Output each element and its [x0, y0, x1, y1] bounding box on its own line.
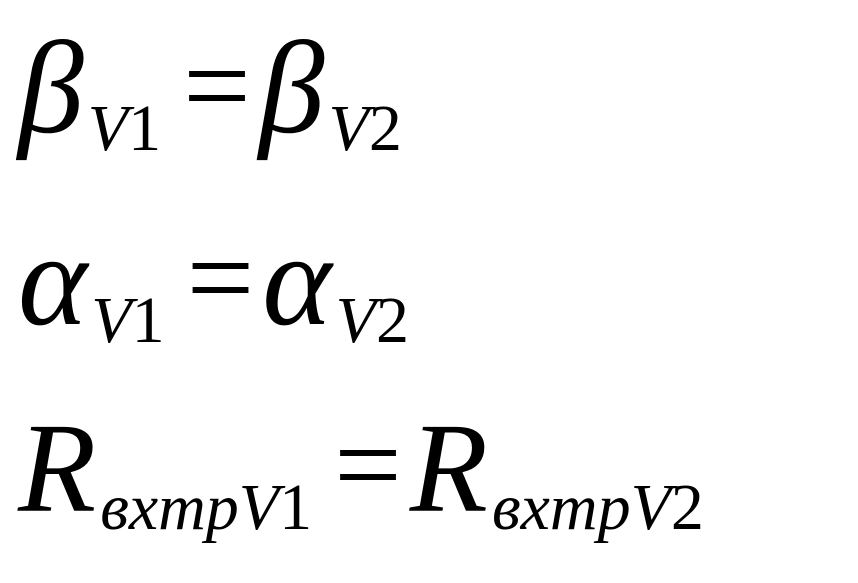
lhs-subscript: V1: [91, 288, 164, 354]
rhs-subscript-letter: вхтрV: [491, 471, 671, 544]
rhs-subscript: V2: [329, 96, 402, 162]
rhs-subscript-index: 2: [670, 471, 704, 544]
lhs-symbol: α: [18, 206, 88, 353]
lhs-subscript: V1: [88, 96, 161, 162]
rhs-subscript-index: 2: [368, 92, 402, 165]
rhs-subscript-index: 2: [375, 284, 409, 357]
lhs-subscript-index: 1: [128, 92, 162, 165]
lhs-symbol: R: [18, 397, 97, 539]
equals-sign: =: [186, 211, 255, 344]
rhs-symbol: β: [258, 14, 325, 161]
lhs-symbol: β: [18, 14, 84, 161]
lhs-subscript-index: 1: [279, 471, 313, 544]
rhs-symbol: R: [409, 397, 488, 539]
equals-sign: =: [334, 398, 402, 531]
lhs-subscript-letter: V: [91, 284, 132, 357]
equation-beta: βV1=βV2: [18, 14, 402, 162]
rhs-subscript: V2: [336, 288, 409, 354]
lhs-subscript-letter: вхтрV: [100, 471, 280, 544]
equation-resistance: RвхтрV1=RвхтрV2: [18, 397, 704, 541]
rhs-subscript-letter: V: [328, 92, 369, 165]
rhs-subscript-letter: V: [335, 284, 376, 357]
lhs-subscript-index: 1: [131, 284, 165, 357]
equation-alpha: αV1=αV2: [18, 206, 409, 354]
equals-sign: =: [183, 19, 251, 152]
lhs-subscript-letter: V: [87, 92, 129, 165]
lhs-subscript: вхтрV1: [100, 475, 312, 541]
rhs-symbol: α: [262, 206, 332, 353]
rhs-subscript: вхтрV2: [492, 475, 704, 541]
